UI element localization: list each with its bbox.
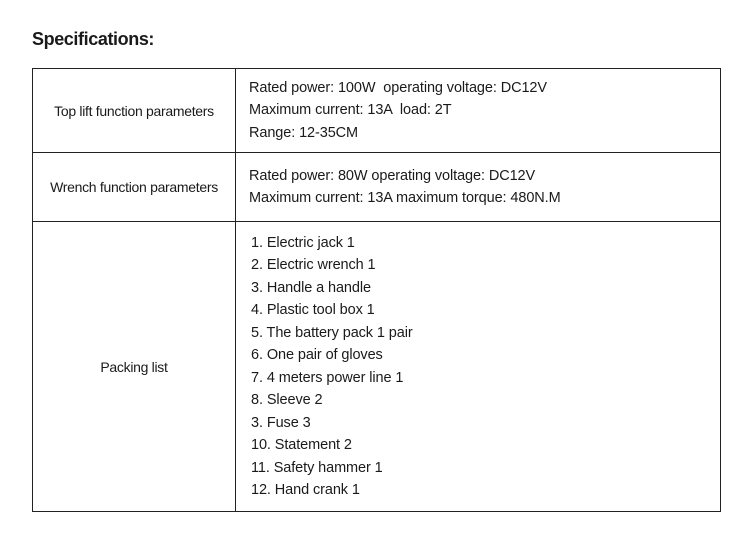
packing-list-label: Packing list	[32, 221, 236, 512]
list-item: 8. Sleeve 2	[251, 392, 323, 408]
packing-list-values: 1. Electric jack 1 2. Electric wrench 1 …	[235, 221, 721, 512]
list-item: 2. Electric wrench 1	[251, 257, 376, 273]
wrench-power-voltage: Rated power: 80W operating voltage: DC12…	[249, 167, 536, 184]
list-item: 6. One pair of gloves	[251, 347, 383, 363]
top-lift-power-voltage: Rated power: 100W operating voltage: DC1…	[249, 79, 547, 96]
specifications-table: Top lift function parameters Rated power…	[32, 68, 721, 512]
list-item: 1. Electric jack 1	[251, 234, 355, 251]
list-item: 3. Handle a handle	[251, 279, 371, 296]
table-row-top-lift: Top lift function parameters Rated power…	[32, 68, 721, 153]
top-lift-label: Top lift function parameters	[32, 68, 236, 153]
wrench-current-torque: Maximum current: 13A maximum torque: 480…	[249, 190, 561, 206]
table-row-packing-list: Packing list 1. Electric jack 1 2. Elect…	[32, 221, 721, 512]
table-row-wrench: Wrench function parameters Rated power: …	[32, 152, 721, 222]
page-title: Specifications:	[32, 29, 155, 49]
wrench-values: Rated power: 80W operating voltage: DC12…	[235, 152, 721, 222]
list-item: 4. Plastic tool box 1	[251, 302, 375, 318]
list-item: 10. Statement 2	[251, 437, 352, 453]
packing-list: 1. Electric jack 1 2. Electric wrench 1 …	[249, 232, 720, 502]
wrench-label: Wrench function parameters	[32, 152, 236, 222]
top-lift-current-load: Maximum current: 13A load: 2T	[249, 102, 452, 119]
top-lift-values: Rated power: 100W operating voltage: DC1…	[235, 68, 721, 153]
list-item: 5. The battery pack 1 pair	[251, 324, 413, 341]
list-item: 3. Fuse 3	[251, 414, 311, 431]
top-lift-range: Range: 12-35CM	[249, 124, 359, 141]
list-item: 7. 4 meters power line 1	[251, 369, 404, 386]
list-item: 11. Safety hammer 1	[251, 459, 383, 476]
list-item: 12. Hand crank 1	[251, 482, 360, 498]
